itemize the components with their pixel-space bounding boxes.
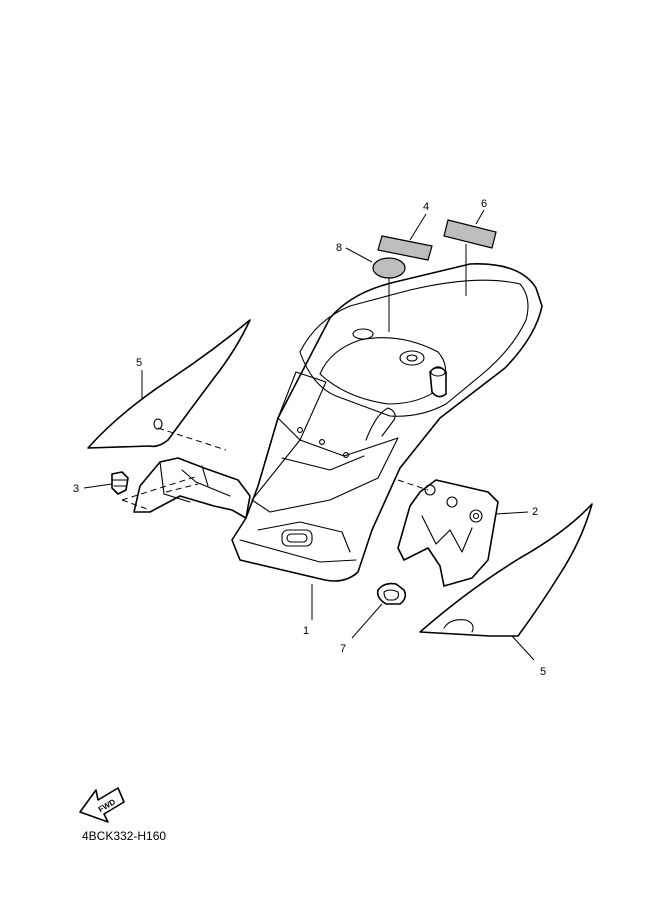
rear-fender-part <box>133 263 543 582</box>
callout-8: 8 <box>336 242 342 254</box>
emblem-part <box>372 257 406 279</box>
side-decal-left-part <box>87 319 251 449</box>
callout-3: 3 <box>73 483 79 495</box>
callout-7: 7 <box>340 643 346 655</box>
bolt-part <box>111 471 129 495</box>
decal-strip-small-part <box>377 235 433 261</box>
forward-arrow-icon: FWD <box>79 787 125 823</box>
side-decal-right-part <box>419 503 593 637</box>
callout-1: 1 <box>303 625 309 637</box>
callout-4: 4 <box>423 201 429 213</box>
callout-6: 6 <box>481 198 487 210</box>
side-bracket-part <box>397 479 499 587</box>
grommet-part <box>376 582 407 605</box>
leader-lines <box>83 209 535 661</box>
diagram-code: 4BCK332-H160 <box>82 829 166 843</box>
alignment-lines <box>121 427 429 511</box>
callout-5-right: 5 <box>540 666 546 678</box>
decal-strip-large-part <box>443 219 497 249</box>
callout-5-left: 5 <box>136 357 142 369</box>
callout-2: 2 <box>532 506 538 518</box>
callout-labels: 1 2 3 4 5 5 6 7 8 <box>73 198 546 678</box>
